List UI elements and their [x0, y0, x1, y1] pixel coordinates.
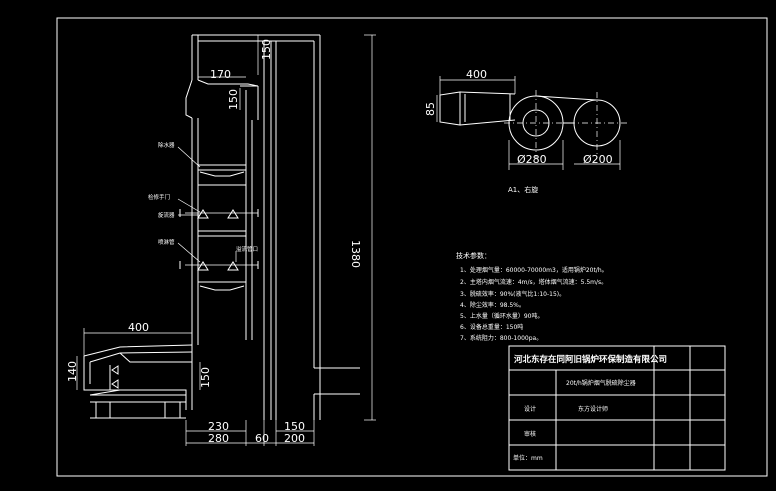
label-water-inlet: 溢流管口 [236, 245, 258, 253]
tech-note-4: 4、除尘效率：98.5%。 [460, 301, 525, 309]
label-spray-nozzle: 旋流器 [158, 211, 175, 219]
tech-note-6: 6、设备总重量：150吨 [460, 323, 523, 331]
title-block: 河北东存在同阿旧锅炉环保制造有限公司 20t/h锅炉烟气脱硫除尘器 设计 东方设… [508, 345, 726, 471]
title-drawing-name: 20t/h锅炉烟气脱硫除尘器 [566, 379, 636, 387]
title-company: 河北东存在同阿旧锅炉环保制造有限公司 [514, 354, 667, 365]
dim-base-200: 200 [284, 432, 305, 445]
tower-main-view: 150 170 150 1380 400 140 150 230 150 [66, 34, 376, 446]
label-spray-pipe: 喷淋管 [158, 238, 175, 246]
tech-note-7: 7、系统阻力：800-1000pa。 [460, 334, 542, 342]
tech-note-2: 2、主塔内烟气流速：4m/s，塔体烟气流速：5.5m/s。 [460, 278, 607, 286]
side-view: 400 85 Ø280 Ø200 A1、右旋 [424, 68, 630, 194]
dim-base-280: 280 [208, 432, 229, 445]
tech-note-1: 1、处理烟气量：60000-70000m3，适用锅炉20t/h。 [460, 266, 608, 274]
dim-side-height: 85 [424, 102, 437, 116]
tech-notes: 技术参数： 1、处理烟气量：60000-70000m3，适用锅炉20t/h。 2… [456, 251, 608, 342]
title-review-label: 审核 [524, 430, 536, 438]
dim-base-150: 150 [284, 420, 305, 433]
drawing-frame [56, 17, 768, 477]
dim-base-230: 230 [208, 420, 229, 433]
dim-base-60: 60 [255, 432, 269, 445]
tech-note-3: 3、脱硫效率：90%(液气比1:10-15)。 [460, 290, 565, 298]
dim-inlet-width: 400 [128, 321, 149, 334]
dim-side-length: 400 [466, 68, 487, 81]
dim-inlet-height: 140 [66, 361, 79, 382]
title-design-value: 东方设计师 [578, 405, 608, 413]
dim-dia-left: Ø280 [517, 153, 547, 166]
title-scale-label: 单位：mm [513, 454, 543, 462]
tech-notes-heading: 技术参数： [456, 251, 491, 260]
side-view-caption: A1、右旋 [508, 185, 538, 194]
label-inspection-door: 检修手门 [148, 193, 170, 201]
dim-top-gap: 150 [260, 39, 273, 60]
dim-hood-width: 170 [210, 68, 231, 81]
dim-total-height: 1380 [349, 240, 362, 268]
dim-inlet-drop: 150 [199, 367, 212, 388]
dim-dia-right: Ø200 [583, 153, 613, 166]
title-design-label: 设计 [524, 405, 536, 413]
label-deflector: 除水器 [158, 141, 175, 149]
tech-note-5: 5、上水量（循环水量）90吨。 [460, 312, 543, 320]
dim-hood-gap: 150 [227, 89, 240, 110]
